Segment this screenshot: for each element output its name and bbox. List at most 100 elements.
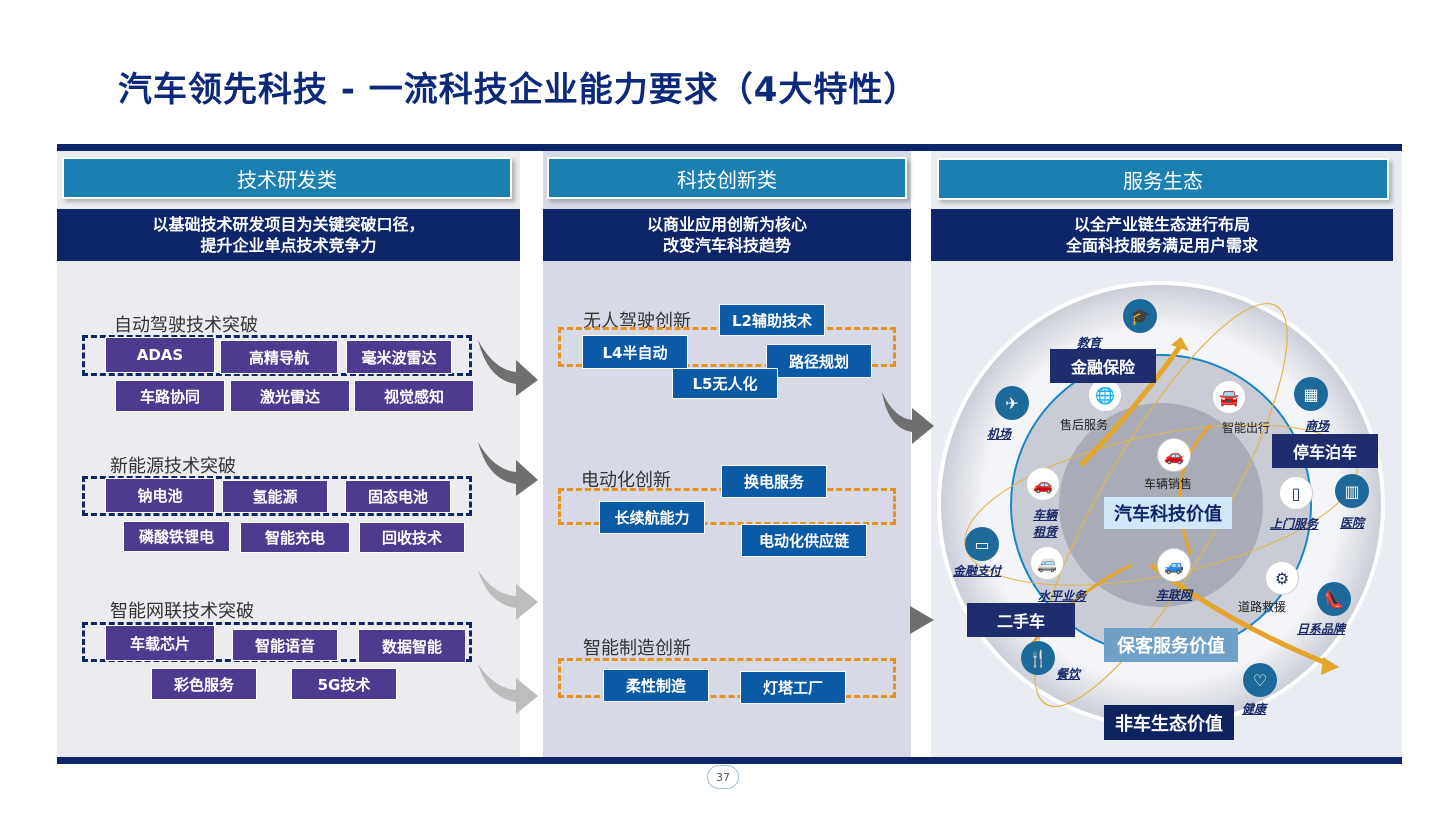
japanese-brand-icon: 👠 bbox=[1317, 582, 1351, 616]
section-new-energy-title: 新能源技术突破 bbox=[110, 456, 236, 477]
item-hd-nav: 高精导航 bbox=[220, 340, 338, 374]
arrow-6 bbox=[910, 606, 934, 634]
left-sub-line1: 以基础技术研发项目为关键突破口径， bbox=[152, 215, 425, 234]
item-data-intel: 数据智能 bbox=[358, 629, 466, 663]
item-recycling: 回收技术 bbox=[359, 522, 465, 553]
label-car-sales: 车辆销售 bbox=[1144, 477, 1193, 491]
right-sub-line1: 以全产业链生态进行布局 bbox=[1073, 215, 1250, 234]
road-rescue-icon: ⚙ bbox=[1265, 561, 1299, 595]
door-service-icon: ▯ bbox=[1279, 476, 1313, 510]
page-title: 汽车领先科技 - 一流科技企业能力要求（4大特性） bbox=[118, 70, 919, 110]
section-driverless-title: 无人驾驶创新 bbox=[583, 311, 691, 332]
item-l5: L5无人化 bbox=[672, 368, 778, 399]
bottom-divider bbox=[57, 757, 1402, 764]
item-chip: 车载芯片 bbox=[105, 625, 215, 661]
dashed-frame-manufacturing bbox=[558, 658, 896, 698]
label-japanese-brand: 日系品牌 bbox=[1297, 622, 1346, 636]
item-long-range: 长续航能力 bbox=[599, 501, 705, 534]
dashed-frame-new-energy bbox=[82, 476, 472, 516]
label-iov: 车联网 bbox=[1156, 588, 1193, 602]
label-rental: 车辆租赁 bbox=[1033, 508, 1058, 539]
label-education: 教育 bbox=[1077, 336, 1102, 350]
payment-icon: ▭ bbox=[965, 527, 999, 561]
item-v2x: 车路协同 bbox=[115, 380, 225, 412]
middle-to-right-arrows bbox=[882, 392, 934, 634]
after-sales-icon: 🌐 bbox=[1088, 378, 1122, 412]
left-subheader: 以基础技术研发项目为关键突破口径， 提升企业单点技术竞争力 bbox=[57, 209, 520, 261]
item-color-service: 彩色服务 bbox=[151, 668, 257, 700]
item-lidar: 激光雷达 bbox=[230, 380, 350, 412]
middle-sub-line2: 改变汽车科技趋势 bbox=[662, 236, 791, 255]
item-battery-swap: 换电服务 bbox=[721, 465, 827, 498]
arrow-5 bbox=[882, 392, 934, 444]
page-number: 37 bbox=[707, 765, 739, 789]
center-value-label: 汽车科技价值 bbox=[1104, 497, 1232, 529]
item-lfp-battery: 磷酸铁锂电 bbox=[123, 521, 230, 552]
tab-tech-rd: 技术研发类 bbox=[62, 157, 512, 199]
middle-sub-line1: 以商业应用创新为核心 bbox=[646, 215, 807, 234]
label-health: 健康 bbox=[1242, 702, 1267, 716]
label-payment: 金融支付 bbox=[953, 564, 1002, 578]
rental-icon: 🚗 bbox=[1026, 467, 1060, 501]
section-connected-title: 智能网联技术突破 bbox=[110, 601, 254, 622]
dashed-frame-autonomous bbox=[82, 335, 472, 376]
label-hospital: 医院 bbox=[1340, 516, 1365, 530]
label-after-sales: 售后服务 bbox=[1060, 418, 1109, 432]
left-sub-line2: 提升企业单点技术竞争力 bbox=[200, 236, 377, 255]
item-5g: 5G技术 bbox=[291, 668, 397, 700]
item-sodium-battery: 钠电池 bbox=[105, 478, 215, 513]
item-smart-charging: 智能充电 bbox=[240, 522, 350, 553]
gold-arrow-1 bbox=[1079, 343, 1184, 467]
section-manufacturing-title: 智能制造创新 bbox=[583, 638, 691, 659]
item-path-planning: 路径规划 bbox=[766, 344, 872, 378]
item-vision: 视觉感知 bbox=[354, 380, 474, 412]
box-used-car: 二手车 bbox=[967, 603, 1075, 637]
left-to-middle-arrows bbox=[478, 340, 538, 714]
car-sales-icon: 🚗 bbox=[1157, 438, 1191, 472]
right-sub-line2: 全面科技服务满足用户需求 bbox=[1065, 236, 1258, 255]
item-flexible-mfg: 柔性制造 bbox=[603, 669, 709, 702]
label-horizontal-biz: 水平业务 bbox=[1038, 589, 1087, 603]
item-l4: L4半自动 bbox=[582, 335, 688, 369]
horizontal-biz-icon: 🚐 bbox=[1030, 546, 1064, 580]
item-adas: ADAS bbox=[105, 337, 215, 373]
item-lighthouse: 灯塔工厂 bbox=[740, 671, 846, 704]
gold-arrow-3 bbox=[1178, 423, 1213, 556]
box-finance-insurance: 金融保险 bbox=[1050, 349, 1156, 383]
airport-icon: ✈ bbox=[995, 386, 1029, 420]
health-icon: ♡ bbox=[1243, 663, 1277, 697]
label-road-rescue: 道路救援 bbox=[1238, 600, 1287, 614]
smart-mobility-icon: 🚘 bbox=[1212, 380, 1246, 414]
label-smart-mobility: 智能出行 bbox=[1222, 421, 1271, 435]
top-divider bbox=[57, 144, 1402, 151]
section-autonomous-title: 自动驾驶技术突破 bbox=[114, 315, 258, 336]
item-mmwave-radar: 毫米波雷达 bbox=[346, 340, 452, 374]
arrow-4 bbox=[478, 664, 538, 714]
right-subheader: 以全产业链生态进行布局 全面科技服务满足用户需求 bbox=[931, 209, 1393, 261]
dining-icon: 🍴 bbox=[1021, 641, 1055, 675]
non-car-value-label: 非车生态价值 bbox=[1104, 705, 1234, 740]
iov-icon: 🚙 bbox=[1157, 548, 1191, 582]
label-mall: 商场 bbox=[1305, 419, 1330, 433]
label-door-service: 上门服务 bbox=[1270, 517, 1319, 531]
label-airport: 机场 bbox=[987, 427, 1012, 441]
mall-icon: ▦ bbox=[1294, 377, 1328, 411]
education-icon: 🎓 bbox=[1123, 299, 1157, 333]
tab-tech-innovation: 科技创新类 bbox=[547, 157, 907, 199]
middle-subheader: 以商业应用创新为核心 改变汽车科技趋势 bbox=[543, 209, 911, 261]
hospital-icon: ▥ bbox=[1335, 474, 1369, 508]
item-l2: L2辅助技术 bbox=[719, 304, 825, 336]
retention-value-label: 保客服务价值 bbox=[1104, 628, 1238, 662]
tab-service-ecosystem: 服务生态 bbox=[937, 158, 1389, 200]
item-voice: 智能语音 bbox=[232, 629, 338, 661]
label-dining: 餐饮 bbox=[1056, 667, 1081, 681]
arrow-3 bbox=[478, 570, 538, 620]
orbit-1 bbox=[1034, 302, 1288, 708]
arrow-2 bbox=[478, 442, 538, 496]
item-solid-battery: 固态电池 bbox=[345, 480, 451, 513]
item-hydrogen: 氢能源 bbox=[222, 480, 328, 513]
section-electrification-title: 电动化创新 bbox=[581, 470, 671, 491]
item-supply-chain: 电动化供应链 bbox=[741, 524, 867, 557]
box-parking: 停车泊车 bbox=[1272, 434, 1378, 468]
arrow-1 bbox=[478, 340, 538, 396]
